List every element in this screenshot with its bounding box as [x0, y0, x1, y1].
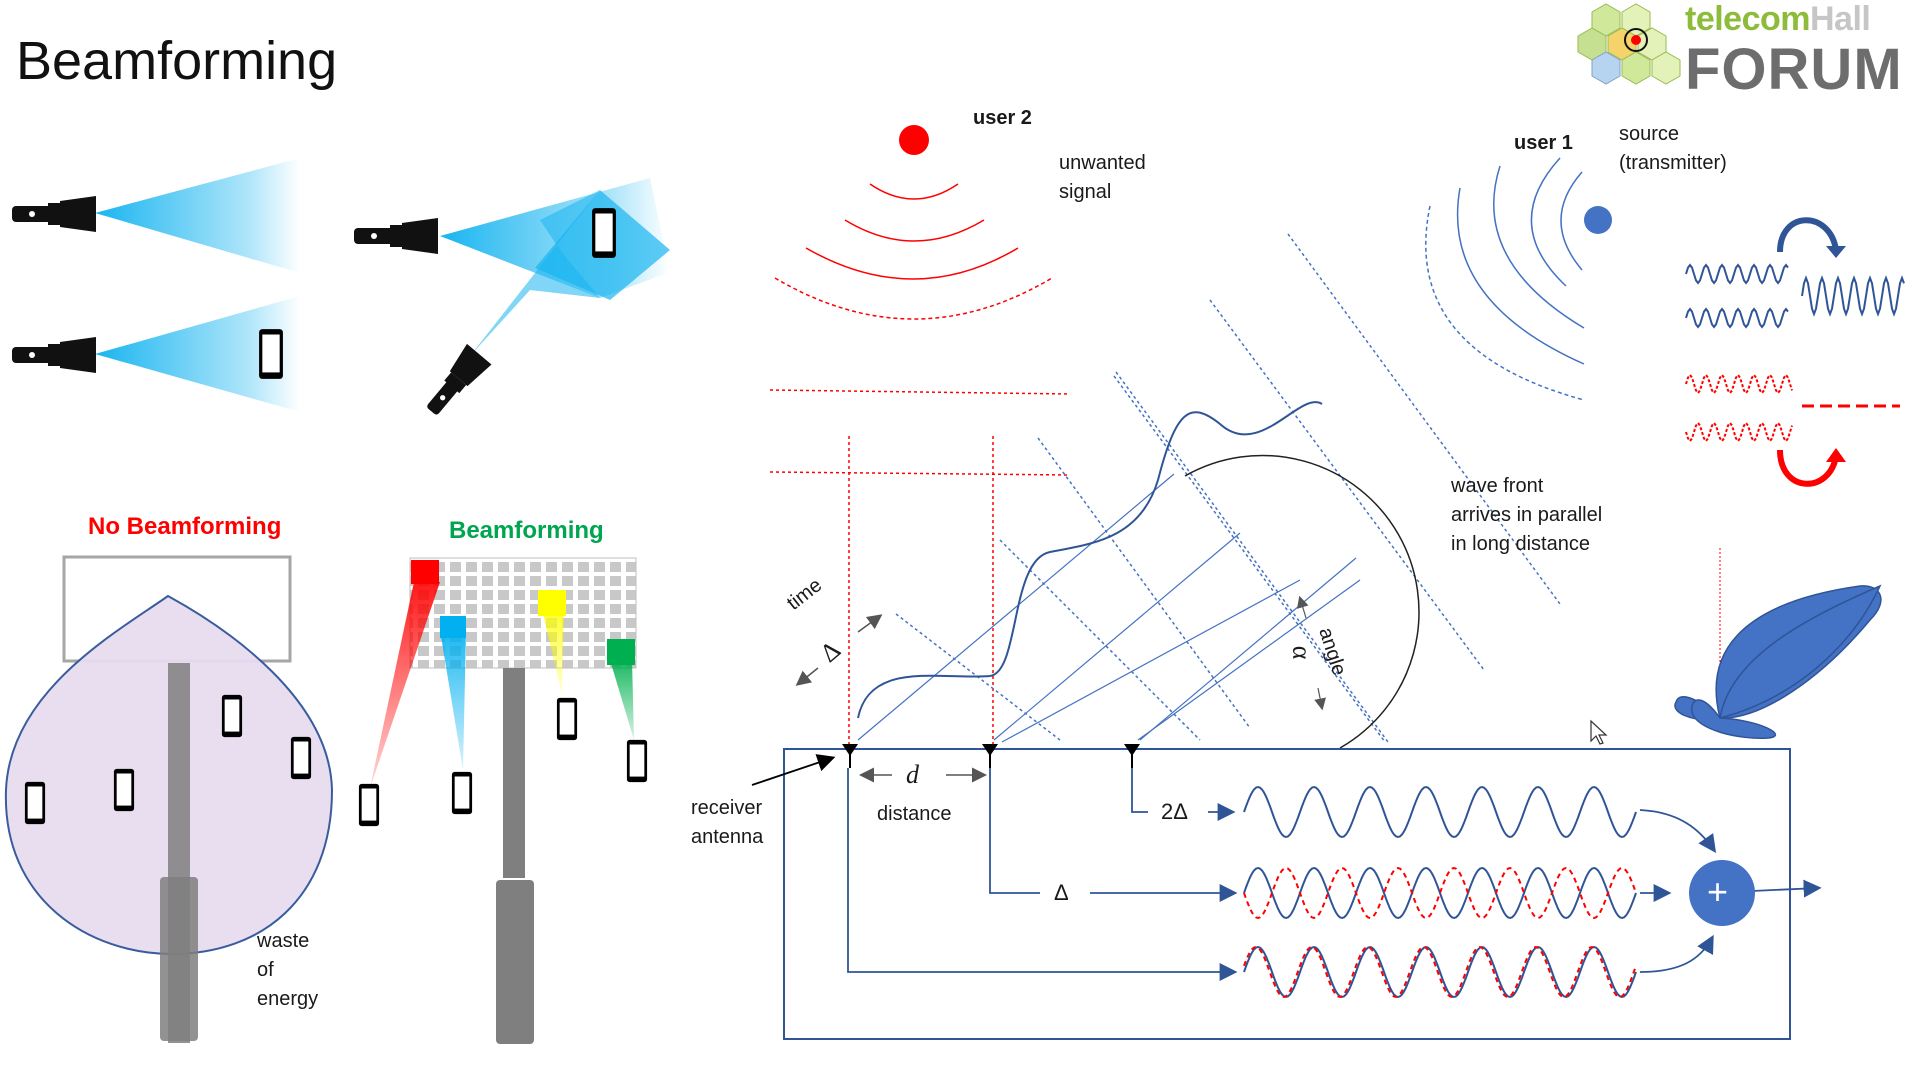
wave-arc	[774, 277, 1053, 320]
mouse-cursor-icon	[1590, 719, 1608, 745]
sum-symbol: +	[1707, 871, 1729, 912]
signal-paths	[847, 768, 1822, 981]
delta-label: Δ	[1054, 880, 1069, 905]
received-signals	[1243, 785, 1637, 999]
alpha-label: α	[1287, 645, 1317, 660]
logo-hex-icon	[1577, 3, 1681, 85]
receiver-box	[783, 748, 1791, 1040]
pole-base	[160, 877, 198, 1041]
beam-1	[95, 158, 300, 273]
d-label: d	[906, 760, 919, 789]
signal-delta	[1243, 866, 1637, 920]
element-red	[411, 560, 439, 584]
user1-dot	[1584, 206, 1612, 234]
antennas	[842, 744, 1140, 768]
source-label-2: (transmitter)	[1619, 152, 1727, 174]
receiver-pointer-arrow	[751, 754, 836, 786]
source-label-1: source	[1619, 123, 1680, 145]
beam-blue	[440, 630, 466, 770]
smartphone-icon	[221, 694, 243, 738]
pole	[503, 668, 525, 878]
receiver-label-2: antenna	[691, 826, 764, 848]
wave-front-line	[769, 471, 1071, 476]
beam-red	[370, 582, 440, 788]
antenna-icon	[982, 744, 998, 768]
element-blue	[440, 616, 466, 638]
incident-wave	[857, 401, 1323, 719]
page-title: Beamforming	[16, 31, 338, 91]
signal-zero	[1243, 945, 1637, 999]
smartphone-icon	[259, 329, 283, 379]
angle-arc	[1184, 454, 1420, 749]
flashlight-icon	[418, 343, 492, 422]
wave-front-line	[1287, 233, 1561, 605]
logo-text-top: telecomHall	[1685, 0, 1871, 38]
signal-zero-red	[1243, 945, 1637, 999]
pole-base	[496, 880, 534, 1044]
smartphone-icon	[358, 783, 380, 827]
receiver-label-1: receiver	[691, 797, 763, 819]
waste-label-1: waste	[257, 930, 310, 952]
two-delta-label: 2Δ	[1161, 799, 1188, 824]
element-green	[607, 639, 635, 665]
flashlight-icon	[12, 196, 96, 232]
incident-rays	[857, 473, 1361, 743]
wavefront-label-3: in long distance	[1451, 533, 1590, 555]
user2-label: user 2	[973, 107, 1032, 129]
interference-illustration	[1685, 217, 1905, 487]
signal-delta-red	[1243, 866, 1637, 920]
no-beamforming-illustration	[4, 555, 334, 1043]
user2-dot	[899, 125, 929, 155]
waste-label-2: of	[257, 959, 274, 981]
antenna-icon	[842, 744, 858, 768]
user2-waves	[769, 125, 1071, 754]
beam-pattern-lobes	[1674, 584, 1882, 739]
beam-yellow	[540, 600, 564, 695]
rotate-arrow-icon	[1777, 217, 1839, 253]
flashlight-beams	[12, 158, 670, 422]
smartphone-icon	[626, 739, 648, 783]
sum-node-icon	[1689, 860, 1755, 926]
logo-text-bottom: FORUM	[1685, 37, 1903, 102]
smartphone-icon	[592, 208, 616, 258]
wavefront-label-1: wave front	[1451, 475, 1544, 497]
wave-arc	[844, 219, 985, 242]
antenna-icon	[1124, 744, 1140, 768]
signal-2delta	[1243, 785, 1637, 839]
waste-label-3: energy	[257, 988, 319, 1010]
flashlight-icon	[12, 337, 96, 373]
wave-arc	[805, 247, 1019, 280]
wavefront-label-2: arrives in parallel	[1451, 504, 1603, 526]
smartphone-icon	[113, 768, 135, 812]
flashlight-icon	[354, 218, 438, 254]
wave-arc	[869, 183, 959, 200]
user1-label: user 1	[1514, 132, 1573, 154]
no-beamforming-heading: No Beamforming	[88, 513, 282, 540]
beam-2	[95, 296, 300, 412]
element-yellow	[538, 590, 566, 616]
smartphone-icon	[556, 697, 578, 741]
unwanted-label-2: signal	[1059, 181, 1112, 203]
beamforming-illustration	[358, 557, 648, 1044]
rotate-arrow-icon	[1777, 449, 1839, 487]
smartphone-icon	[451, 771, 473, 815]
distance-label: distance	[877, 803, 952, 825]
wave-front-line	[769, 389, 1071, 395]
smartphone-icon	[24, 781, 46, 825]
beam-green	[610, 660, 634, 740]
unwanted-label-1: unwanted	[1059, 152, 1146, 174]
smartphone-icon	[290, 736, 312, 780]
beamforming-heading: Beamforming	[449, 517, 604, 544]
